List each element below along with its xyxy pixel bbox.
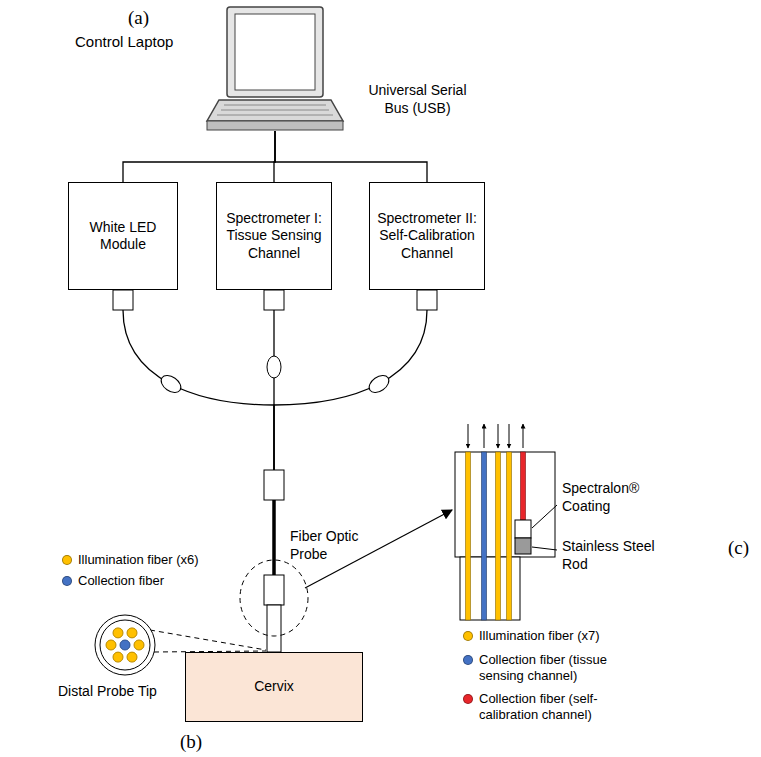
usb-cable <box>275 131 427 182</box>
light-direction-arrow <box>523 424 524 448</box>
laptop-deck <box>207 100 343 121</box>
probe-tip-outer <box>95 615 155 675</box>
legend-text: Collection fiber (self-calibration chann… <box>479 691 644 724</box>
part-label: Fiber Optic Probe <box>290 528 370 563</box>
light-direction-arrow <box>468 424 469 448</box>
collection-fiber <box>482 452 487 620</box>
zoom-line <box>150 630 266 650</box>
legend-text: Illumination fiber (x6) <box>78 552 248 568</box>
laptop-drawing <box>205 5 345 131</box>
fiber-coil <box>366 372 392 396</box>
usb-cable <box>123 131 275 182</box>
fiber-connector <box>113 290 133 310</box>
process-box: White LED Module <box>68 182 178 290</box>
probe-connector <box>264 470 284 500</box>
device-label: Control Laptop <box>75 33 173 52</box>
legend-swatch <box>62 555 72 565</box>
illumination-fiber <box>507 452 512 620</box>
bus-label: Universal Serial Bus (USB) <box>360 82 475 117</box>
part-label: Spectralon® Coating <box>562 480 654 515</box>
box-label: Spectrometer I: Tissue Sensing Channel <box>223 210 325 263</box>
legend-item: Illumination fiber (x6) <box>62 552 248 568</box>
illumination-fiber-dot <box>106 640 116 650</box>
box-label: White LED Module <box>75 219 171 254</box>
legend-swatch <box>62 576 72 586</box>
fiber-coil <box>158 372 184 396</box>
part-label: Stainless Steel Rod <box>562 538 666 573</box>
illumination-fiber-dot <box>127 628 137 638</box>
legend-item: Collection fiber <box>62 573 248 589</box>
process-box: Spectrometer II: Self-Calibration Channe… <box>369 182 485 290</box>
laptop-base <box>207 121 343 130</box>
legend-text: Illumination fiber (x7) <box>479 628 644 644</box>
legend-item: Illumination fiber (x7) <box>463 628 644 644</box>
probe-tip-inner <box>100 620 150 670</box>
laptop-screen <box>235 14 315 90</box>
probe-handle <box>264 575 284 605</box>
illumination-fiber <box>496 452 501 620</box>
legend-swatch <box>463 694 473 704</box>
panel-letter: (a) <box>128 6 149 30</box>
illumination-fiber-dot <box>113 652 123 662</box>
illumination-fiber <box>466 452 471 620</box>
legend-text: Collection fiber (tissue sensing channel… <box>479 652 644 685</box>
calibration-fiber <box>521 452 526 520</box>
light-direction-arrow <box>509 424 510 448</box>
laptop-lid <box>227 7 323 97</box>
stainless-steel-rod <box>515 538 531 554</box>
panel-letter: (b) <box>180 730 202 754</box>
probe-tube <box>267 605 281 652</box>
detail-outline <box>240 560 308 636</box>
fiber-connector <box>417 290 437 310</box>
process-box: Spectrometer I: Tissue Sensing Channel <box>216 182 332 290</box>
legend-item: Collection fiber (tissue sensing channel… <box>463 652 644 685</box>
light-direction-arrow <box>498 424 499 448</box>
box-label: Cervix <box>254 678 294 696</box>
illumination-fiber-dot <box>113 628 123 638</box>
part-label: Distal Probe Tip <box>58 683 157 701</box>
legend-item: Collection fiber (self-calibration chann… <box>463 691 644 724</box>
illumination-fiber-dot <box>127 652 137 662</box>
legend-swatch <box>463 655 473 665</box>
leader-line <box>532 547 557 550</box>
tissue-box: Cervix <box>185 652 363 722</box>
panel-letter: (c) <box>728 536 749 560</box>
optical-fiber <box>123 290 274 652</box>
legend-text: Collection fiber <box>78 573 248 589</box>
legend-swatch <box>463 631 473 641</box>
illumination-fiber-dot <box>134 640 144 650</box>
fiber-connector <box>264 290 284 310</box>
collection-fiber-dot <box>120 640 130 650</box>
optical-fiber <box>274 290 427 652</box>
fiber-coil <box>267 356 281 378</box>
probe-cable <box>272 500 276 575</box>
leader-line <box>532 505 557 528</box>
laptop-icon: Control Laptop <box>205 5 345 131</box>
laptop-keys <box>217 105 333 115</box>
box-label: Spectrometer II: Self-Calibration Channe… <box>376 210 478 263</box>
spectralon-coating <box>515 520 531 538</box>
light-direction-arrow <box>484 424 485 448</box>
